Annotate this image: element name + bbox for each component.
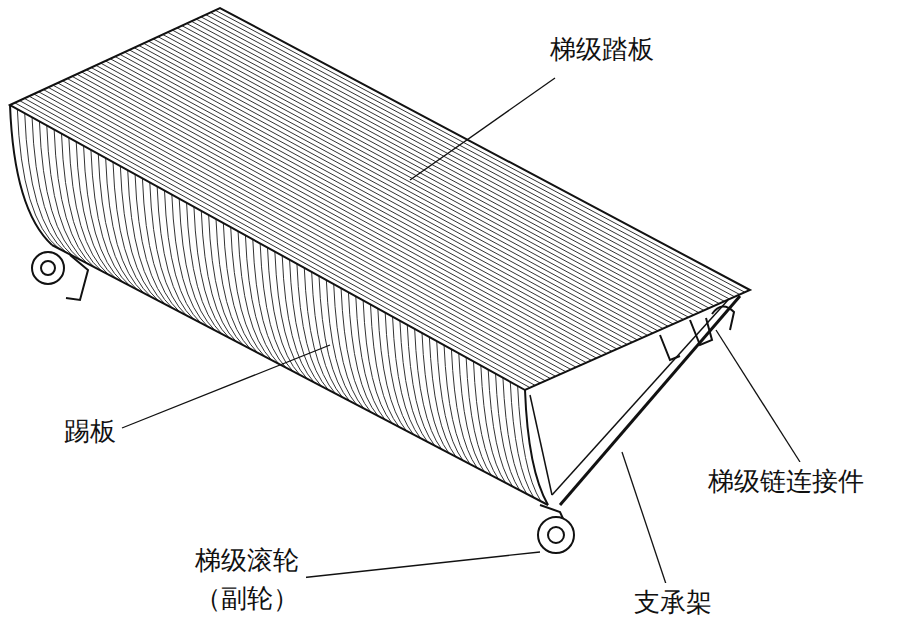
part-label: 梯级链连接件 — [706, 462, 866, 501]
part-label: 梯级踏板 — [548, 30, 656, 69]
part-label: 梯级滚轮 （副轮） — [188, 542, 306, 617]
leader-lines — [122, 78, 800, 590]
part-label: 支承架 — [632, 583, 714, 622]
part-label: 踢板 — [62, 412, 118, 451]
